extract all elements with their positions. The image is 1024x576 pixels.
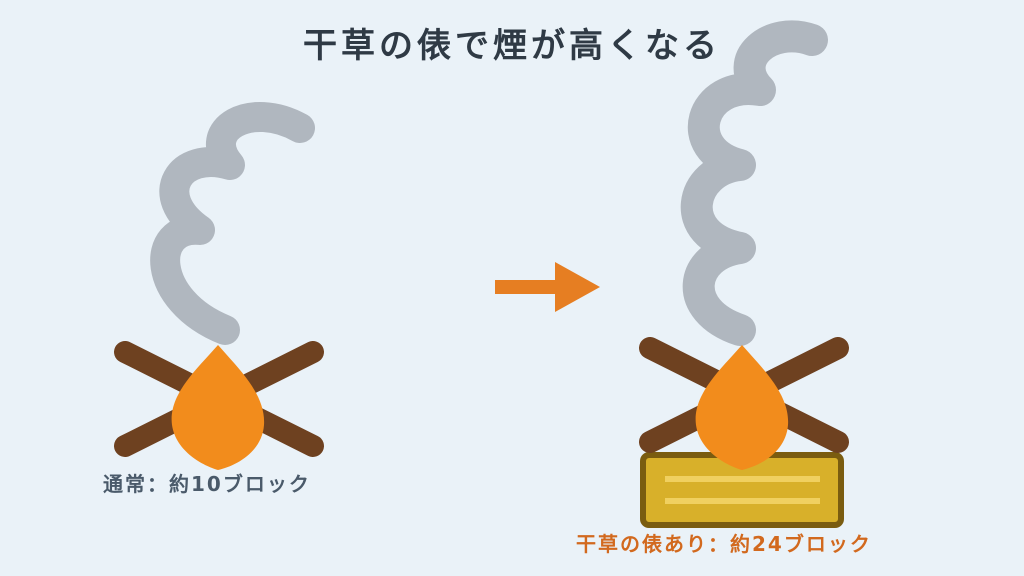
right-flame-icon	[695, 345, 789, 470]
right-smoke-icon	[680, 20, 828, 346]
left-flame-icon	[171, 345, 265, 470]
arrow-icon	[495, 262, 600, 312]
normal-height-label: 通常：約10ブロック	[103, 472, 311, 496]
diagram-title: 干草の俵で煙が高くなる	[303, 26, 721, 66]
hay-bale-height-label: 干草の俵あり：約24ブロック	[576, 532, 872, 556]
left-smoke-icon	[150, 102, 315, 345]
